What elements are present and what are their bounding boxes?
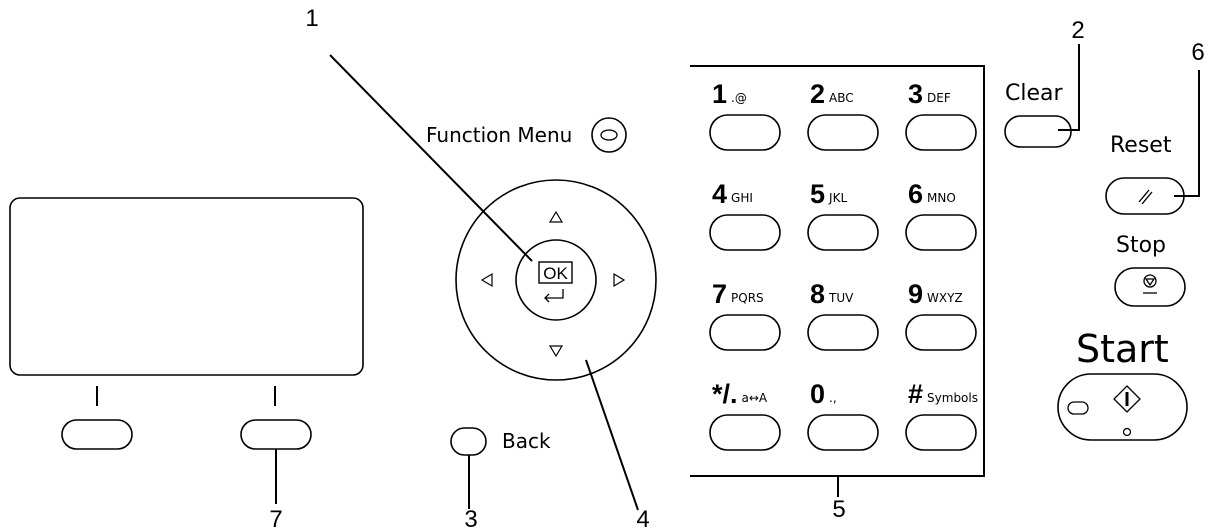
key-main-label: 4: [712, 179, 727, 209]
key-button[interactable]: [709, 314, 781, 351]
keypad-key-7[interactable]: 7 PQRS: [709, 279, 781, 351]
up-arrow-icon[interactable]: [548, 210, 564, 223]
lcd-display: [9, 197, 364, 376]
key-button[interactable]: [807, 214, 879, 251]
start-indicator-dot: [1122, 427, 1132, 437]
key-main-label: #: [908, 379, 923, 409]
key-main-label: 7: [712, 279, 727, 309]
keypad-key-10[interactable]: */. a↔A: [709, 379, 781, 451]
reset-label: Reset: [1110, 133, 1172, 158]
key-sub-label: JKL: [828, 191, 847, 205]
reset-button[interactable]: [1105, 177, 1185, 215]
stop-icon: [1143, 274, 1157, 294]
leader-6: [1174, 70, 1200, 197]
callout-1: 1: [305, 5, 318, 32]
function-menu-label: Function Menu: [426, 123, 572, 147]
reset-icon: [1138, 189, 1153, 205]
key-main-label: */.: [712, 379, 738, 409]
callout-6: 6: [1191, 39, 1204, 66]
callout-7: 7: [269, 506, 282, 529]
function-menu-icon: [600, 129, 618, 141]
callout-2: 2: [1071, 17, 1084, 44]
leader-4: [585, 359, 639, 511]
key-sub-label: Symbols: [927, 391, 978, 405]
left-select-button[interactable]: [61, 419, 133, 450]
key-button[interactable]: [905, 414, 977, 451]
start-button[interactable]: [1057, 373, 1188, 441]
key-button[interactable]: [905, 214, 977, 251]
keypad-key-1[interactable]: 1 .@: [709, 79, 781, 151]
key-sub-label: MNO: [927, 191, 956, 205]
key-sub-label: ABC: [829, 91, 854, 105]
ok-label-box: [538, 261, 573, 284]
start-label: Start: [1076, 327, 1169, 371]
key-sub-label: DEF: [927, 91, 951, 105]
keypad-key-3[interactable]: 3 DEF: [905, 79, 977, 151]
key-main-label: 9: [908, 279, 923, 309]
start-led: [1067, 401, 1089, 415]
down-arrow-icon[interactable]: [548, 345, 564, 358]
right-select-button[interactable]: [240, 419, 312, 450]
key-button[interactable]: [709, 114, 781, 151]
key-button[interactable]: [709, 214, 781, 251]
right-arrow-icon[interactable]: [613, 272, 626, 288]
key-main-label: 3: [908, 79, 923, 109]
keypad-key-9[interactable]: 9 WXYZ: [905, 279, 977, 351]
key-main-label: 8: [810, 279, 825, 309]
stop-button[interactable]: [1114, 267, 1186, 307]
callout-3: 3: [464, 506, 477, 529]
key-main-label: 1: [712, 79, 727, 109]
key-main-label: 0: [810, 379, 825, 409]
key-button[interactable]: [807, 414, 879, 451]
function-menu-button[interactable]: [591, 117, 627, 153]
key-sub-label: .,: [829, 391, 837, 405]
back-label: Back: [502, 429, 551, 453]
clear-label: Clear: [1005, 81, 1063, 106]
callout-4: 4: [636, 506, 649, 529]
clear-button[interactable]: [1004, 115, 1072, 148]
back-button[interactable]: [450, 427, 487, 456]
keypad-key-4[interactable]: 4 GHI: [709, 179, 781, 251]
keypad-key-2[interactable]: 2 ABC: [807, 79, 879, 151]
key-sub-label: .@: [731, 91, 747, 105]
callout-5: 5: [832, 496, 845, 523]
key-button[interactable]: [807, 314, 879, 351]
left-arrow-icon[interactable]: [480, 272, 493, 288]
key-sub-label: PQRS: [731, 291, 764, 305]
keypad-key-12[interactable]: # Symbols: [905, 379, 978, 451]
key-sub-label: WXYZ: [927, 291, 963, 305]
ok-enter-icon: [544, 289, 564, 303]
key-sub-label: a↔A: [742, 391, 768, 405]
start-icon: [1113, 385, 1141, 413]
leader-1: [329, 54, 533, 262]
key-button[interactable]: [905, 314, 977, 351]
keypad-key-11[interactable]: 0.,: [807, 379, 879, 451]
key-sub-label: GHI: [731, 191, 753, 205]
key-button[interactable]: [807, 114, 879, 151]
key-main-label: 5: [810, 179, 825, 209]
key-button[interactable]: [709, 414, 781, 451]
ok-button[interactable]: OK: [515, 239, 597, 321]
leader-2: [1058, 44, 1080, 131]
keypad-key-6[interactable]: 6 MNO: [905, 179, 977, 251]
key-main-label: 6: [908, 179, 923, 209]
ok-label: OK: [543, 264, 568, 283]
key-button[interactable]: [905, 114, 977, 151]
key-main-label: 2: [810, 79, 825, 109]
key-sub-label: TUV: [828, 291, 854, 305]
stop-label: Stop: [1116, 233, 1166, 258]
